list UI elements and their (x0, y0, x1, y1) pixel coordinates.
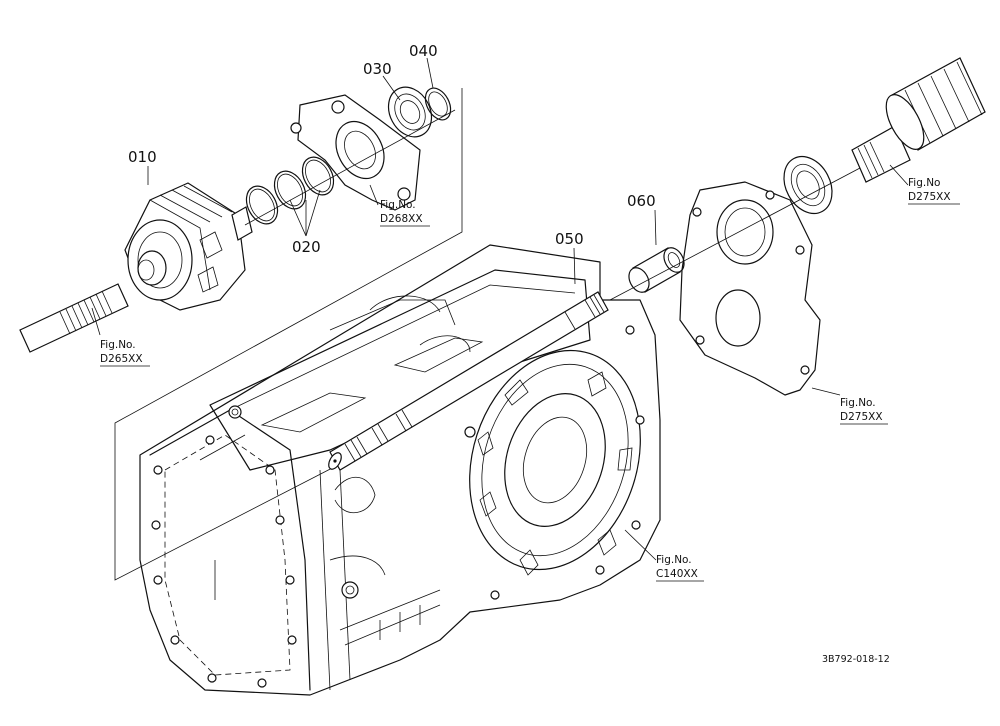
fig-ref-d265: Fig.No. D265XX (100, 339, 150, 367)
svg-text:Fig.No.: Fig.No. (380, 199, 416, 211)
part-010-clutch-assembly (19, 182, 253, 353)
group-boundary-frame (114, 88, 463, 581)
callout-050: 050 (555, 230, 584, 248)
svg-text:D268XX: D268XX (380, 213, 423, 225)
fig-ref-c140: Fig.No. C140XX (656, 554, 704, 582)
svg-text:Fig.No: Fig.No (908, 177, 940, 189)
callout-020: 020 (292, 238, 321, 256)
cover-plate-d275 (679, 181, 821, 396)
part-020-seal-rings (245, 156, 335, 225)
assembly-centerline (244, 109, 861, 301)
svg-text:Fig.No.: Fig.No. (100, 339, 136, 351)
fig-ref-d275-mid: Fig.No. D275XX (840, 397, 888, 425)
drawing-code: 3B792-018-12 (822, 654, 890, 665)
seal-housing-d268 (290, 94, 421, 211)
svg-text:D275XX: D275XX (908, 191, 951, 203)
part-040-snap-ring (424, 87, 452, 121)
callout-010: 010 (128, 148, 157, 166)
callouts: 010 020 030 040 050 060 (128, 42, 656, 256)
part-050-shaft (328, 291, 609, 471)
leader-lines (91, 57, 909, 561)
callout-030: 030 (363, 60, 392, 78)
svg-text:Fig.No.: Fig.No. (656, 554, 692, 566)
fig-ref-d268: Fig.No. D268XX (380, 199, 430, 227)
svg-text:D265XX: D265XX (100, 353, 143, 365)
bearing-and-gear-shaft (783, 57, 986, 215)
callout-040: 040 (409, 42, 438, 60)
part-060-bushing (628, 247, 685, 293)
callout-060: 060 (627, 192, 656, 210)
svg-text:C140XX: C140XX (656, 568, 698, 580)
svg-text:D275XX: D275XX (840, 411, 883, 423)
svg-text:Fig.No.: Fig.No. (840, 397, 876, 409)
figure-references: Fig.No. D265XX Fig.No. D268XX Fig.No D27… (100, 177, 960, 582)
fig-ref-d275-top: Fig.No D275XX (908, 177, 960, 205)
